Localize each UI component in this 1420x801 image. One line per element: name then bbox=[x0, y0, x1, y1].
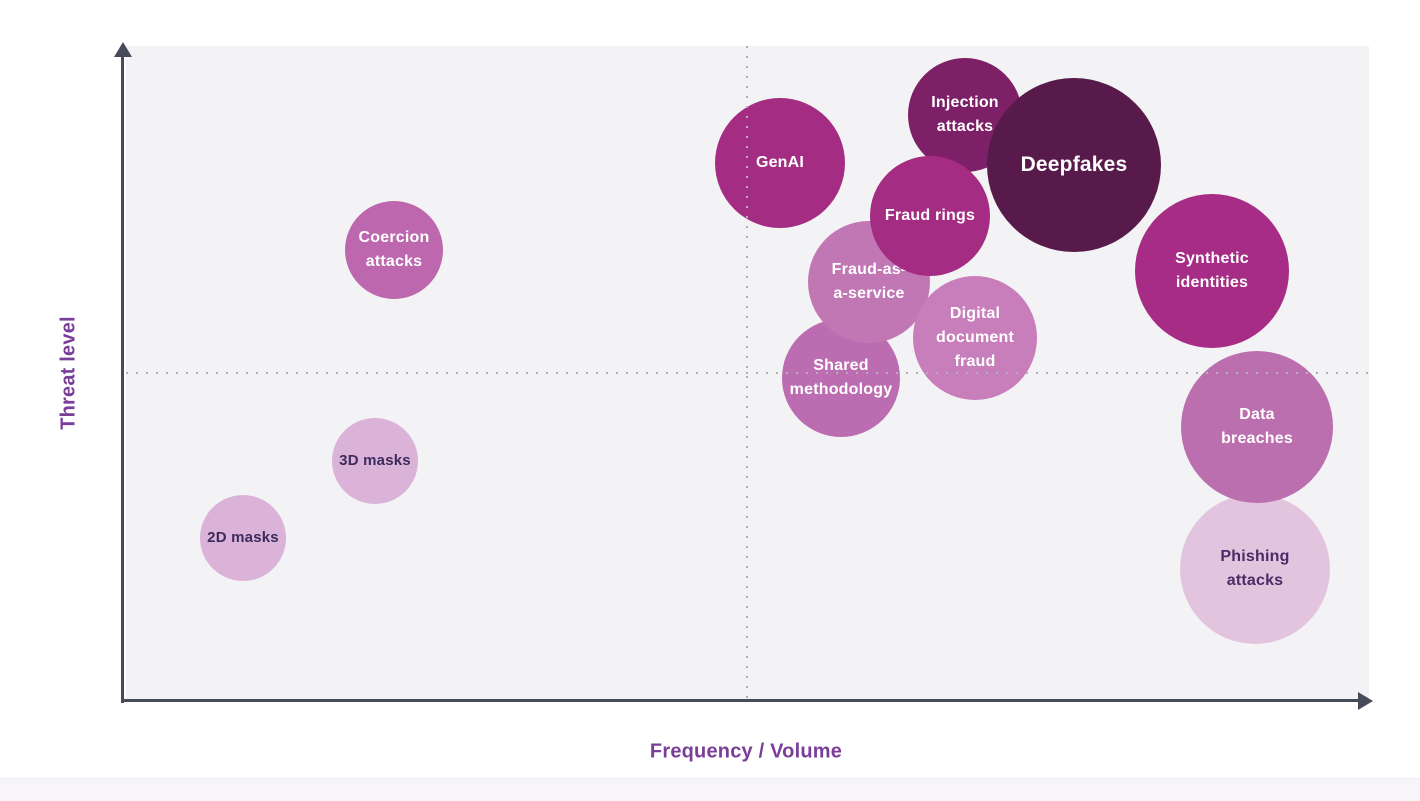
bubble-label-line: 2D masks bbox=[207, 528, 279, 546]
bubble-label-line: attacks bbox=[936, 118, 994, 135]
bubble-label-line: attacks bbox=[1226, 572, 1284, 589]
bubble-label-line: Shared bbox=[813, 357, 869, 374]
bubble-label-line: fraud bbox=[954, 353, 996, 370]
bubble-label-line: a-service bbox=[833, 285, 905, 302]
bubble-label-line: Fraud rings bbox=[884, 207, 976, 224]
bubble-genai: GenAI bbox=[715, 98, 845, 228]
bubble-label-line: Phishing bbox=[1220, 548, 1290, 565]
bubble-data-breaches: Data breaches bbox=[1181, 351, 1333, 503]
bubble-2d-masks: 2D masks bbox=[200, 495, 286, 581]
bubble-label-line: Data bbox=[1239, 406, 1275, 423]
bubble-label-line: 3D masks bbox=[339, 451, 411, 469]
bubble-label-line: document bbox=[935, 329, 1015, 346]
bubble-label-line: breaches bbox=[1221, 430, 1293, 447]
bubble-label-line: methodology bbox=[789, 381, 893, 398]
bubble-label-line: Deepfakes bbox=[1020, 153, 1128, 177]
bubble-label-line: Coercion bbox=[358, 229, 430, 246]
bubble-label-line: Injection bbox=[931, 94, 999, 111]
bubble-label-line: GenAI bbox=[755, 154, 805, 171]
bubble-fraud-as-a-service: Fraud-as-a-service bbox=[808, 221, 930, 343]
bubble-label-line: Synthetic bbox=[1175, 250, 1249, 267]
y-axis-arrow-icon bbox=[114, 42, 132, 57]
bubble-3d-masks: 3D masks bbox=[332, 418, 418, 504]
y-axis-title: Threat level bbox=[57, 316, 80, 430]
bubble-label-line: Fraud-as- bbox=[831, 261, 907, 278]
horizontal-dotted-gridline bbox=[126, 372, 1369, 374]
bubble-label-line: attacks bbox=[365, 253, 423, 270]
bubble-label-line: identities bbox=[1175, 274, 1249, 291]
x-axis-line bbox=[121, 699, 1361, 702]
bubble-label-line: Digital bbox=[949, 305, 1001, 322]
bubble-digital-document-fraud: Digital document fraud bbox=[913, 276, 1037, 400]
bubble-phishing-attacks: Phishing attacks bbox=[1180, 494, 1330, 644]
bubble-fraud-rings: Fraud rings bbox=[870, 156, 990, 276]
x-axis-title: Frequency / Volume bbox=[649, 740, 843, 763]
y-axis-line bbox=[121, 54, 124, 703]
footer-strip bbox=[0, 778, 1420, 801]
bubble-synthetic-identities: Synthetic identities bbox=[1135, 194, 1289, 348]
x-axis-arrow-icon bbox=[1358, 691, 1373, 710]
bubble-deepfakes: Deepfakes bbox=[987, 78, 1161, 252]
bubble-coercion-attacks: Coercion attacks bbox=[345, 201, 443, 299]
